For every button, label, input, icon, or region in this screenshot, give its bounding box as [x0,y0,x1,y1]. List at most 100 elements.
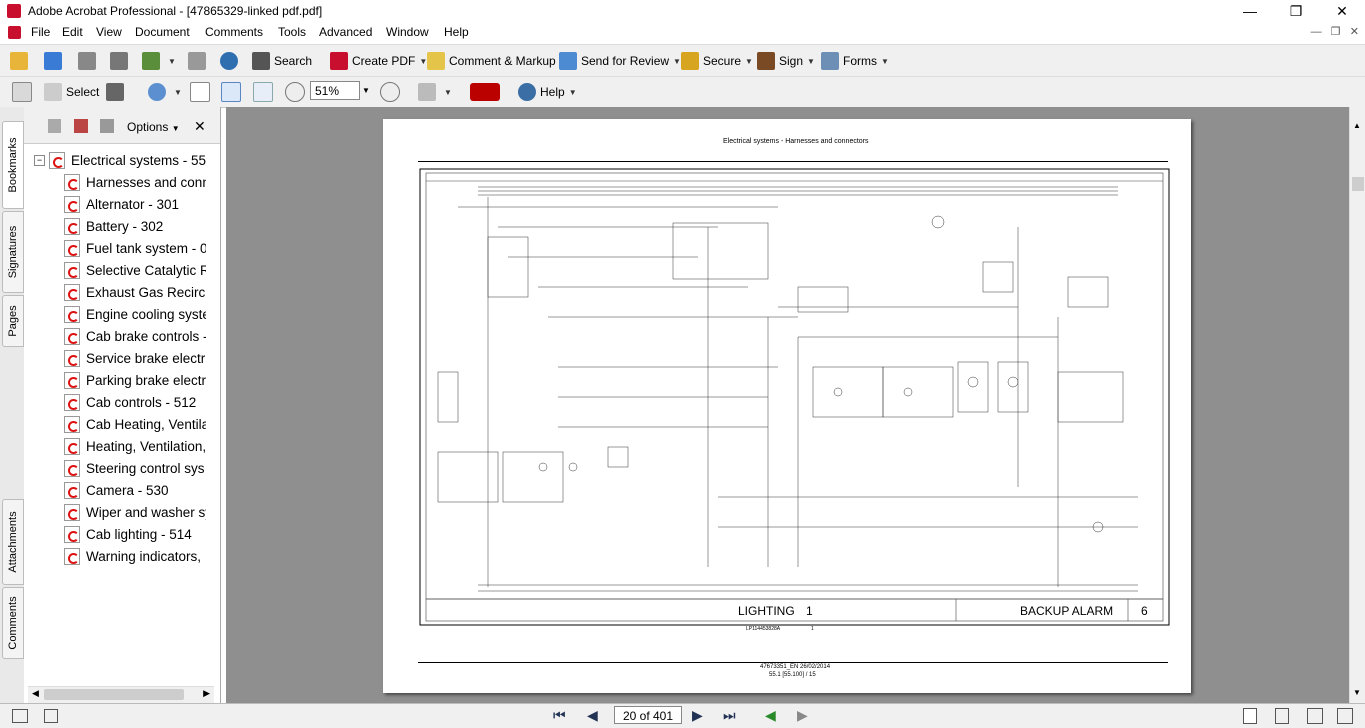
zoom-input[interactable]: 51% [310,81,360,100]
bookmark-item[interactable]: Engine cooling syste [64,303,206,325]
options-button[interactable]: Options ▼ [127,120,180,134]
organizer-icon [44,52,62,70]
bookmark-item[interactable]: Steering control sys [64,457,205,479]
close-panel-button[interactable]: ✕ [194,118,206,135]
tab-pages[interactable]: Pages [2,295,24,347]
bookmark-item[interactable]: Cab lighting - 514 [64,523,192,545]
zoom-out-button[interactable] [285,81,309,103]
comment-markup-button[interactable]: Comment & Markup▼ [427,50,568,72]
globe-icon [220,52,238,70]
bookmark-icon [64,372,80,389]
menu-document[interactable]: Document [135,25,190,39]
close-button[interactable]: ✕ [1319,0,1365,23]
tab-attachments[interactable]: Attachments [2,499,24,585]
bookmark-root[interactable]: − Electrical systems - 55 [34,149,206,171]
next-view-button[interactable]: ▶ [797,707,808,724]
tab-comments[interactable]: Comments [2,587,24,659]
attach-button[interactable] [188,50,210,72]
zoom-in-tool-button[interactable]: ▼ [148,81,182,103]
expand-bookmark-icon[interactable] [100,119,114,133]
scroll-right-icon[interactable]: ▶ [203,688,210,699]
menu-tools[interactable]: Tools [278,25,306,39]
actual-size-button[interactable] [190,81,214,103]
layout-icon[interactable] [44,709,58,723]
send-review-button[interactable]: Send for Review▼ [559,50,681,72]
internet-search-button[interactable] [220,50,242,72]
minimize-button[interactable]: — [1227,0,1273,23]
create-pdf-button[interactable]: Create PDF▼ [330,50,427,72]
menu-comments[interactable]: Comments [205,25,263,39]
scroll-up-icon[interactable]: ▲ [1353,121,1361,130]
help-button[interactable]: Help▼ [518,81,577,103]
bookmark-item[interactable]: Cab Heating, Ventila [64,413,206,435]
scroll-thumb[interactable] [1352,177,1364,191]
bookmark-item[interactable]: Exhaust Gas Recirc [64,281,205,303]
new-bookmark-icon[interactable] [74,119,88,133]
facing-icon[interactable] [1307,708,1323,724]
collapse-icon[interactable]: − [34,155,45,166]
bookmark-item[interactable]: Cab brake controls - [64,325,206,347]
footer-title-right: BACKUP ALARM [1020,604,1113,618]
menu-help[interactable]: Help [444,25,469,39]
continuous-icon[interactable] [1275,708,1289,724]
yahoo-icon [470,83,500,101]
menu-view[interactable]: View [96,25,122,39]
next-page-button[interactable]: ▶ [692,707,703,724]
zoom-dropdown-arrow[interactable]: ▼ [362,86,370,95]
restore-button[interactable]: ❐ [1273,0,1319,23]
save-button[interactable] [78,50,100,72]
bookmark-item[interactable]: Service brake electri [64,347,206,369]
vertical-scrollbar[interactable]: ▲ ▼ [1349,107,1365,703]
first-page-button[interactable]: ⏮ [553,707,566,724]
bookmark-item[interactable]: Parking brake electr [64,369,206,391]
previous-page-button[interactable]: ◀ [587,707,598,724]
fit-width-button[interactable] [253,81,277,103]
tab-signatures[interactable]: Signatures [2,211,24,293]
single-page-icon[interactable] [1243,708,1257,724]
snapshot-button[interactable] [106,81,128,103]
continuous-facing-icon[interactable] [1337,708,1353,724]
bookmark-item[interactable]: Selective Catalytic R [64,259,206,281]
select-tool-button[interactable]: Select [44,81,99,103]
bookmark-item[interactable]: Heating, Ventilation, [64,435,206,457]
menu-file[interactable]: File [31,25,50,39]
organizer-button[interactable] [44,50,66,72]
header-rule [418,161,1168,162]
bookmark-item[interactable]: Wiper and washer sy [64,501,206,523]
scroll-left-icon[interactable]: ◀ [32,688,39,699]
bookmark-item[interactable]: Alternator - 301 [64,193,179,215]
menu-window[interactable]: Window [386,25,429,39]
document-window-controls[interactable]: — ❐ ✕ [1311,25,1359,38]
bookmark-item[interactable]: Warning indicators, [64,545,201,567]
bookmark-icon [64,504,80,521]
search-button[interactable]: Search [252,50,312,72]
print-button[interactable] [110,50,132,72]
zoom-in-button[interactable] [380,81,404,103]
bookmark-item[interactable]: Harnesses and conn [64,171,206,193]
bookmark-item[interactable]: Cab controls - 512 [64,391,196,413]
open-button[interactable] [10,50,32,72]
secure-button[interactable]: Secure▼ [681,50,753,72]
rotate-button[interactable]: ▼ [418,81,452,103]
scroll-thumb[interactable] [44,689,184,700]
fit-page-button[interactable] [221,81,245,103]
bookmark-item[interactable]: Fuel tank system - 0 [64,237,206,259]
email-button[interactable]: ▼ [142,50,176,72]
delete-bookmark-icon[interactable] [48,119,61,133]
bookmark-item[interactable]: Battery - 302 [64,215,163,237]
page-header: Electrical systems - Harnesses and conne… [723,138,869,145]
sign-button[interactable]: Sign▼ [757,50,815,72]
menu-advanced[interactable]: Advanced [319,25,372,39]
forms-button[interactable]: Forms▼ [821,50,889,72]
page-number-input[interactable]: 20 of 401 [614,706,682,724]
scroll-down-icon[interactable]: ▼ [1353,688,1361,697]
bookmark-item[interactable]: Camera - 530 [64,479,169,501]
tab-bookmarks[interactable]: Bookmarks [2,121,24,209]
menu-edit[interactable]: Edit [62,25,83,39]
hand-tool-button[interactable] [12,81,36,103]
yahoo-toolbar-button[interactable] [470,81,504,103]
bookmarks-horizontal-scrollbar[interactable]: ◀ ▶ [28,686,214,703]
bookmark-icon [64,394,80,411]
last-page-button[interactable]: ⏭ [723,707,736,724]
previous-view-button[interactable]: ◀ [765,707,776,724]
